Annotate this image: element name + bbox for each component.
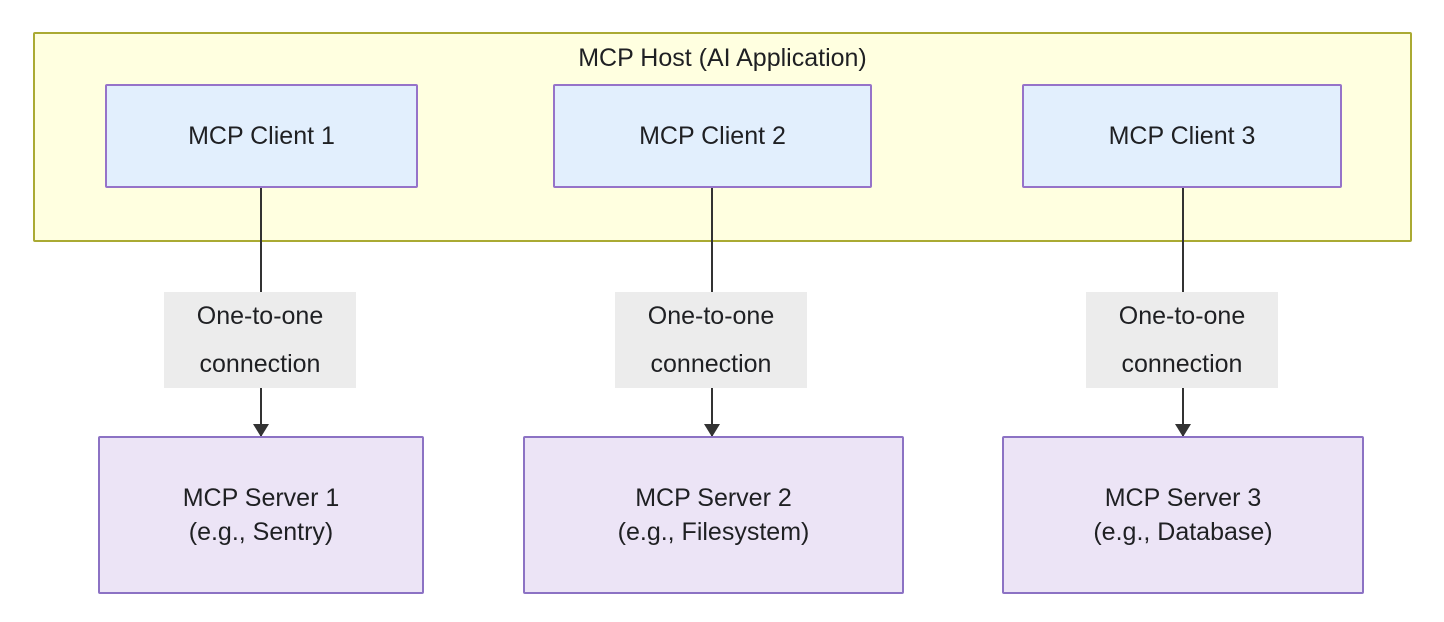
mcp-server-2-node[interactable]: MCP Server 2 (e.g., Filesystem) xyxy=(523,436,904,594)
edge-label-connection-2: One-to-one connection xyxy=(615,292,807,388)
mcp-client-1-node[interactable]: MCP Client 1 xyxy=(105,84,418,188)
mcp-client-2-label: MCP Client 2 xyxy=(639,122,786,150)
arrowhead-icon-server2 xyxy=(704,424,720,437)
mcp-client-1-label: MCP Client 1 xyxy=(188,122,335,150)
edge-label-connection-3: One-to-one connection xyxy=(1086,292,1278,388)
mcp-server-3-node[interactable]: MCP Server 3 (e.g., Database) xyxy=(1002,436,1364,594)
mcp-client-3-label: MCP Client 3 xyxy=(1108,122,1256,150)
mcp-server-3-label: MCP Server 3 (e.g., Database) xyxy=(1093,484,1273,546)
mcp-server-1-label: MCP Server 1 (e.g., Sentry) xyxy=(182,484,340,546)
arrowhead-icon-server3 xyxy=(1175,424,1191,437)
mcp-server-2-label: MCP Server 2 (e.g., Filesystem) xyxy=(617,484,810,546)
arrowhead-icon-server1 xyxy=(253,424,269,437)
mcp-client-2-node[interactable]: MCP Client 2 xyxy=(553,84,872,188)
mcp-host-title: MCP Host (AI Application) xyxy=(578,44,867,72)
edge-label-connection-1: One-to-one connection xyxy=(164,292,356,388)
mcp-client-3-node[interactable]: MCP Client 3 xyxy=(1022,84,1342,188)
mcp-server-1-node[interactable]: MCP Server 1 (e.g., Sentry) xyxy=(98,436,424,594)
